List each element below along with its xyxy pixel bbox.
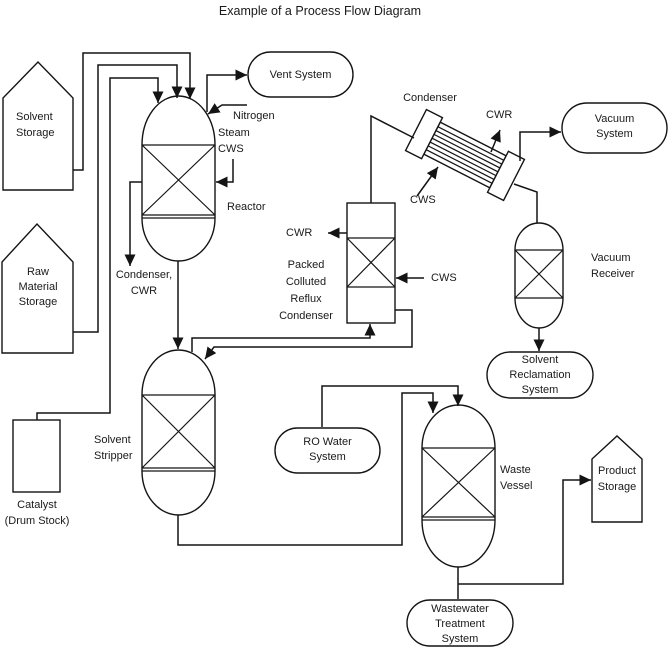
packed-reflux-condenser-label: Packed Colluted Reflux Condenser	[279, 259, 333, 322]
pipe-steam-cws-to-reactor	[216, 159, 234, 188]
condenser-cwr-label: CWR	[486, 109, 513, 121]
pipe-waste-vessel-to-product-storage	[458, 474, 591, 585]
solvent-storage-label: Solvent Storage	[16, 111, 55, 139]
pipe-raw-material-to-reactor	[73, 64, 183, 333]
reactor-vessel	[141, 95, 216, 262]
pipe-condenser-cwr-out	[490, 129, 501, 153]
vent-system-node	[247, 51, 354, 98]
pipe-ro-water-to-waste-vessel	[321, 385, 464, 427]
reflux-cws-label: CWS	[431, 272, 457, 284]
raw-material-storage-label: Raw Material Storage	[18, 266, 58, 308]
condenser-heat-exchanger	[404, 108, 526, 202]
solvent-stripper-label: Solvent Stripper	[94, 434, 133, 462]
pipe-reactor-to-vent-system	[206, 69, 247, 112]
pipe-reflux-return-to-stripper	[204, 309, 413, 360]
pipe-reflux-top-to-condenser	[370, 114, 415, 203]
waste-vessel-shape	[421, 404, 496, 568]
product-storage-label: Product Storage	[597, 465, 637, 493]
condenser-cwr-drain-label: Condenser, CWR	[115, 269, 173, 297]
vent-system-label: Vent System	[269, 69, 332, 81]
raw-material-storage-tank	[1, 222, 74, 354]
pipe-solvent-storage-to-reactor	[73, 52, 196, 171]
solvent-reclamation-system-node	[486, 351, 594, 399]
product-storage-tank	[591, 435, 643, 523]
condenser-cws-label: CWS	[410, 194, 436, 206]
pipe-catalyst-to-reactor	[36, 77, 164, 420]
pipe-reactor-condenser-cwr-drain	[124, 181, 142, 266]
waste-vessel-label: Waste Vessel	[500, 464, 533, 492]
ro-water-system-node	[274, 427, 381, 474]
pipe-stripper-to-waste-vessel	[177, 392, 439, 546]
solvent-stripper-vessel	[141, 349, 216, 516]
catalyst-label: Catalyst (Drum Stock)	[4, 499, 70, 527]
diagram-title: Example of a Process Flow Diagram	[218, 4, 422, 18]
pipe-condenser-to-vacuum-receiver	[513, 183, 538, 223]
ro-water-system-label: RO Water System	[303, 436, 352, 463]
pipe-nitrogen-to-reactor	[207, 103, 247, 115]
nitrogen-label: Nitrogen	[233, 110, 275, 122]
packed-reflux-condenser-vessel	[346, 202, 396, 324]
vacuum-receiver-label: Vacuum Receiver	[591, 252, 635, 280]
vacuum-receiver-vessel	[514, 222, 564, 329]
wastewater-treatment-label: Wastewater Treatment System	[431, 603, 489, 645]
solvent-storage-tank	[2, 60, 74, 191]
reflux-cwr-label: CWR	[286, 227, 313, 239]
condenser-label: Condenser	[403, 92, 457, 104]
solvent-reclamation-label: Solvent Reclamation System	[509, 354, 571, 396]
catalyst-drum	[12, 419, 61, 493]
wastewater-treatment-system-node	[406, 599, 514, 647]
pipe-stripper-vapor-to-reflux-condenser	[191, 324, 376, 352]
reactor-label: Reactor	[227, 201, 266, 213]
pipe-condenser-cws-in	[416, 166, 439, 197]
vacuum-system-label: Vacuum System	[594, 113, 635, 140]
vacuum-system-node	[561, 102, 668, 154]
pipe-condenser-to-vacuum-system	[519, 126, 561, 161]
steam-cws-label: Steam CWS	[218, 127, 250, 155]
